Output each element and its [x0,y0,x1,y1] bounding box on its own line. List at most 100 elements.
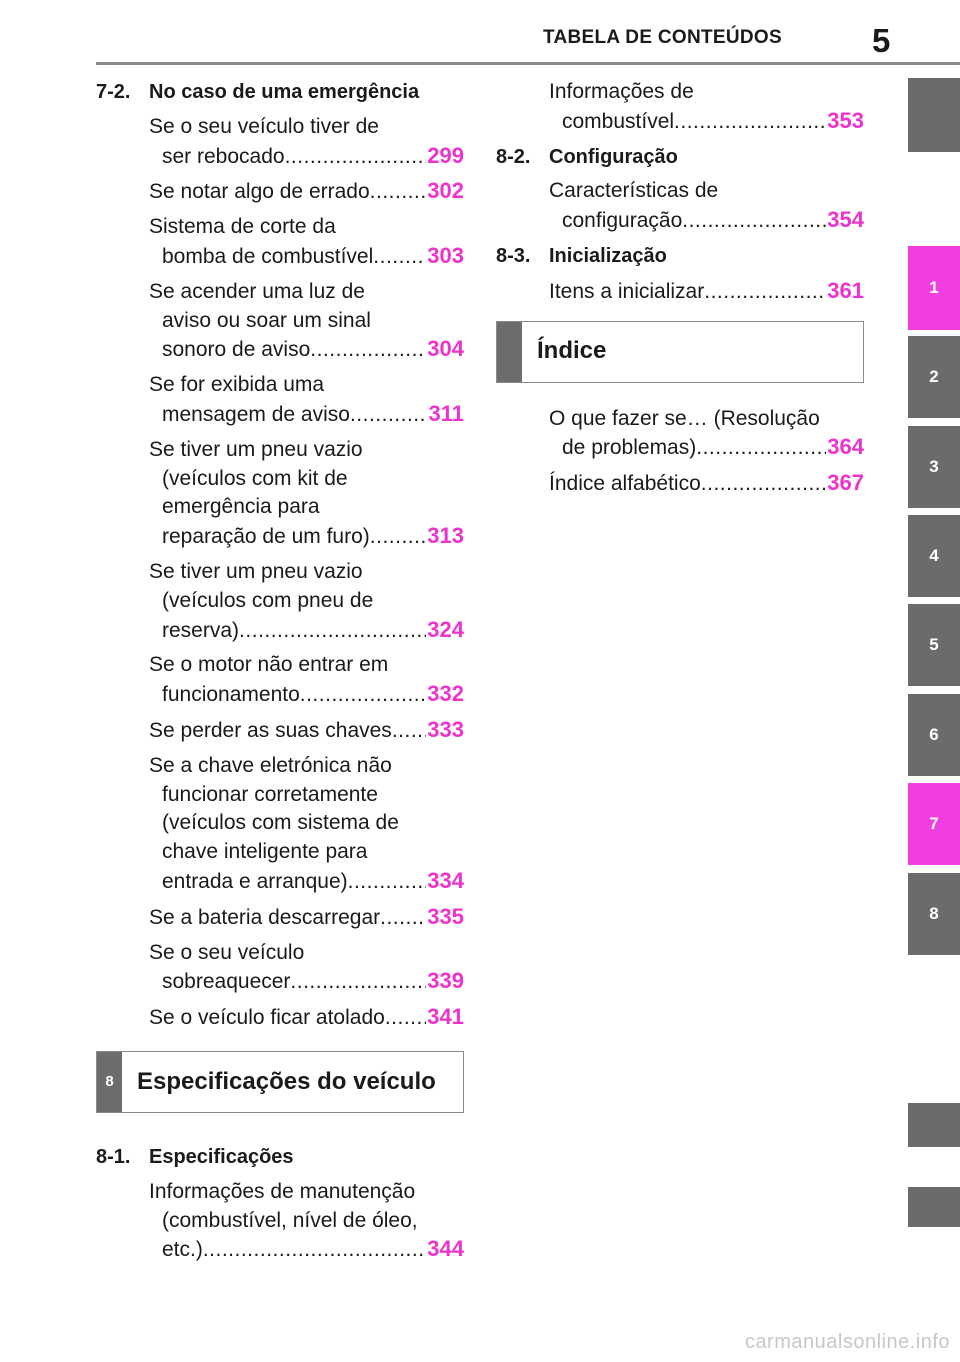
toc-entry-text: Características de [549,179,719,203]
page-link[interactable]: 302 [427,178,464,204]
toc-entry[interactable]: Informações decombustível353 [549,78,864,137]
toc-entry[interactable]: Se o seu veículo tiver de ser rebocado 299 [149,113,464,172]
toc-entry-text: (combustível, nível de óleo, [162,1208,418,1232]
page-link[interactable]: 344 [427,1236,464,1262]
dot-leader [674,108,826,137]
toc-entry[interactable]: Se a bateria descarregar 335 [149,903,464,933]
chapter-tag: 8 [97,1051,122,1112]
toc-entry[interactable]: Se acender uma luz de aviso ou soar um si… [149,278,464,365]
page-link[interactable]: 311 [428,400,465,426]
section-title: No caso de uma emergência [149,81,420,103]
page-link[interactable]: 324 [427,616,464,642]
page-link[interactable]: 354 [827,207,864,233]
page-link[interactable]: 361 [827,277,864,303]
toc-entry-text: etc.) [162,1238,203,1262]
page-link[interactable]: 332 [427,681,464,707]
toc-entry[interactable]: Sistema de corte da bomba de combustível 3… [149,213,464,272]
toc-entry-text: Informações de manutenção [149,1179,416,1203]
chapter-tab-3[interactable]: 3 [908,426,960,508]
chapter-box[interactable]: 8 Especificações do veículo [96,1050,464,1113]
page-link[interactable]: 303 [427,242,464,268]
chapter-tab-6[interactable]: 6 [908,694,960,776]
chapter-tab-7[interactable]: 7 [908,783,960,865]
page-link[interactable]: 339 [427,968,464,994]
toc-entry-text: ser rebocado [162,144,285,168]
page-link[interactable]: 341 [427,1004,464,1030]
toc-entry-text: reparação de um furo) [162,525,370,549]
toc-entry[interactable]: Se notar algo de errado302 [149,177,464,207]
toc-entry[interactable]: Índice alfabético 367 [549,469,864,499]
page-link[interactable]: 334 [427,867,464,893]
toc-entry-text: chave inteligente para [162,840,368,864]
toc-entry[interactable]: Se tiver um pneu vazio(veículos com kit … [149,436,464,552]
section-heading: 8-2. Configuração [496,143,864,172]
toc-entry-text: entrada e arranque) [162,869,348,893]
toc-entry[interactable]: Se o motor não entrar emfuncionamento332 [149,651,464,710]
toc-entry-text: Se o veículo ficar atolado [149,1006,385,1030]
section-heading: 8-1. Especificações [96,1143,464,1172]
toc-entry[interactable]: Itens a inicializar361 [549,277,864,307]
dot-leader [350,401,428,430]
dot-leader [203,1236,426,1265]
section-title: Configuração [549,145,678,168]
dot-leader [701,470,827,499]
toc-entry-text: Se o seu veículo tiver de [149,114,379,138]
toc-entry-text: O que fazer se… (Resolução [549,406,820,430]
page-link[interactable]: 333 [427,716,464,742]
toc-entry[interactable]: Características de configuração 354 [549,177,864,236]
toc-entry-text: emergência para [162,495,320,519]
toc-entry[interactable]: Se o seu veículosobreaquecer339 [149,939,464,998]
toc-right-column: Informações decombustível353 8-2. Config… [496,78,864,505]
page-link[interactable]: 364 [827,434,864,460]
page-link[interactable]: 353 [827,107,864,133]
chapter-tab-8[interactable]: 8 [908,873,960,955]
toc-entry-text: aviso ou soar um sinal [162,308,371,332]
dot-leader [696,434,826,463]
toc-entry-text: bomba de combustível [162,244,374,268]
toc-entry-text: Se o motor não entrar em [149,653,389,677]
page-link[interactable]: 367 [827,470,864,496]
toc-entry-text: Sistema de corte da [149,215,336,239]
toc-entry[interactable]: Se tiver um pneu vazio(veículos com pneu… [149,558,464,645]
toc-entry-list: Itens a inicializar361 [496,277,864,307]
chapter-title: Especificações do veículo [137,1067,436,1095]
watermark: carmanualsonline.info [744,1331,950,1353]
side-tab-blank[interactable] [908,1187,960,1227]
chapter-tab-1[interactable]: 1 [908,246,960,330]
toc-entry-list: Informações de manutenção (combustível, n… [96,1178,464,1265]
toc-entry-text: Se a bateria descarregar [149,905,381,929]
page-link[interactable]: 304 [427,336,464,362]
side-tab-blank[interactable] [908,1103,960,1147]
dot-leader [373,243,426,272]
index-box[interactable]: Índice [496,320,864,383]
section-title: Especificações [149,1145,294,1168]
toc-left-column: 7-2. No caso de uma emergência Se o seu … [96,78,464,1271]
toc-entry[interactable]: Se perder as suas chaves333 [149,716,464,746]
toc-entry-text: sobreaquecer [162,970,291,994]
side-tab-blank[interactable] [908,78,960,152]
toc-entry[interactable]: Se o veículo ficar atolado 341 [149,1003,464,1033]
page-link[interactable]: 299 [427,142,464,168]
toc-entry[interactable]: Informações de manutenção (combustível, n… [149,1178,464,1265]
page-number: 5 [872,22,891,59]
dot-leader [290,968,426,997]
dot-leader [285,143,427,172]
dot-leader [239,617,426,646]
dot-leader [682,207,826,236]
section-number: 8-2. [496,145,531,168]
page-link[interactable]: 313 [427,523,464,549]
page-link[interactable]: 335 [427,903,464,929]
section-heading: 8-3. Inicialização [496,242,864,271]
toc-entry-text: configuração [562,209,683,233]
section-title: Inicialização [549,244,667,267]
chapter-tab-5[interactable]: 5 [908,604,960,686]
toc-entry-text: Índice alfabético [549,472,701,496]
chapter-tab-4[interactable]: 4 [908,515,960,597]
chapter-tab-2[interactable]: 2 [908,336,960,418]
toc-entry-text: Se acender uma luz de [149,279,365,303]
dot-leader [704,278,826,307]
